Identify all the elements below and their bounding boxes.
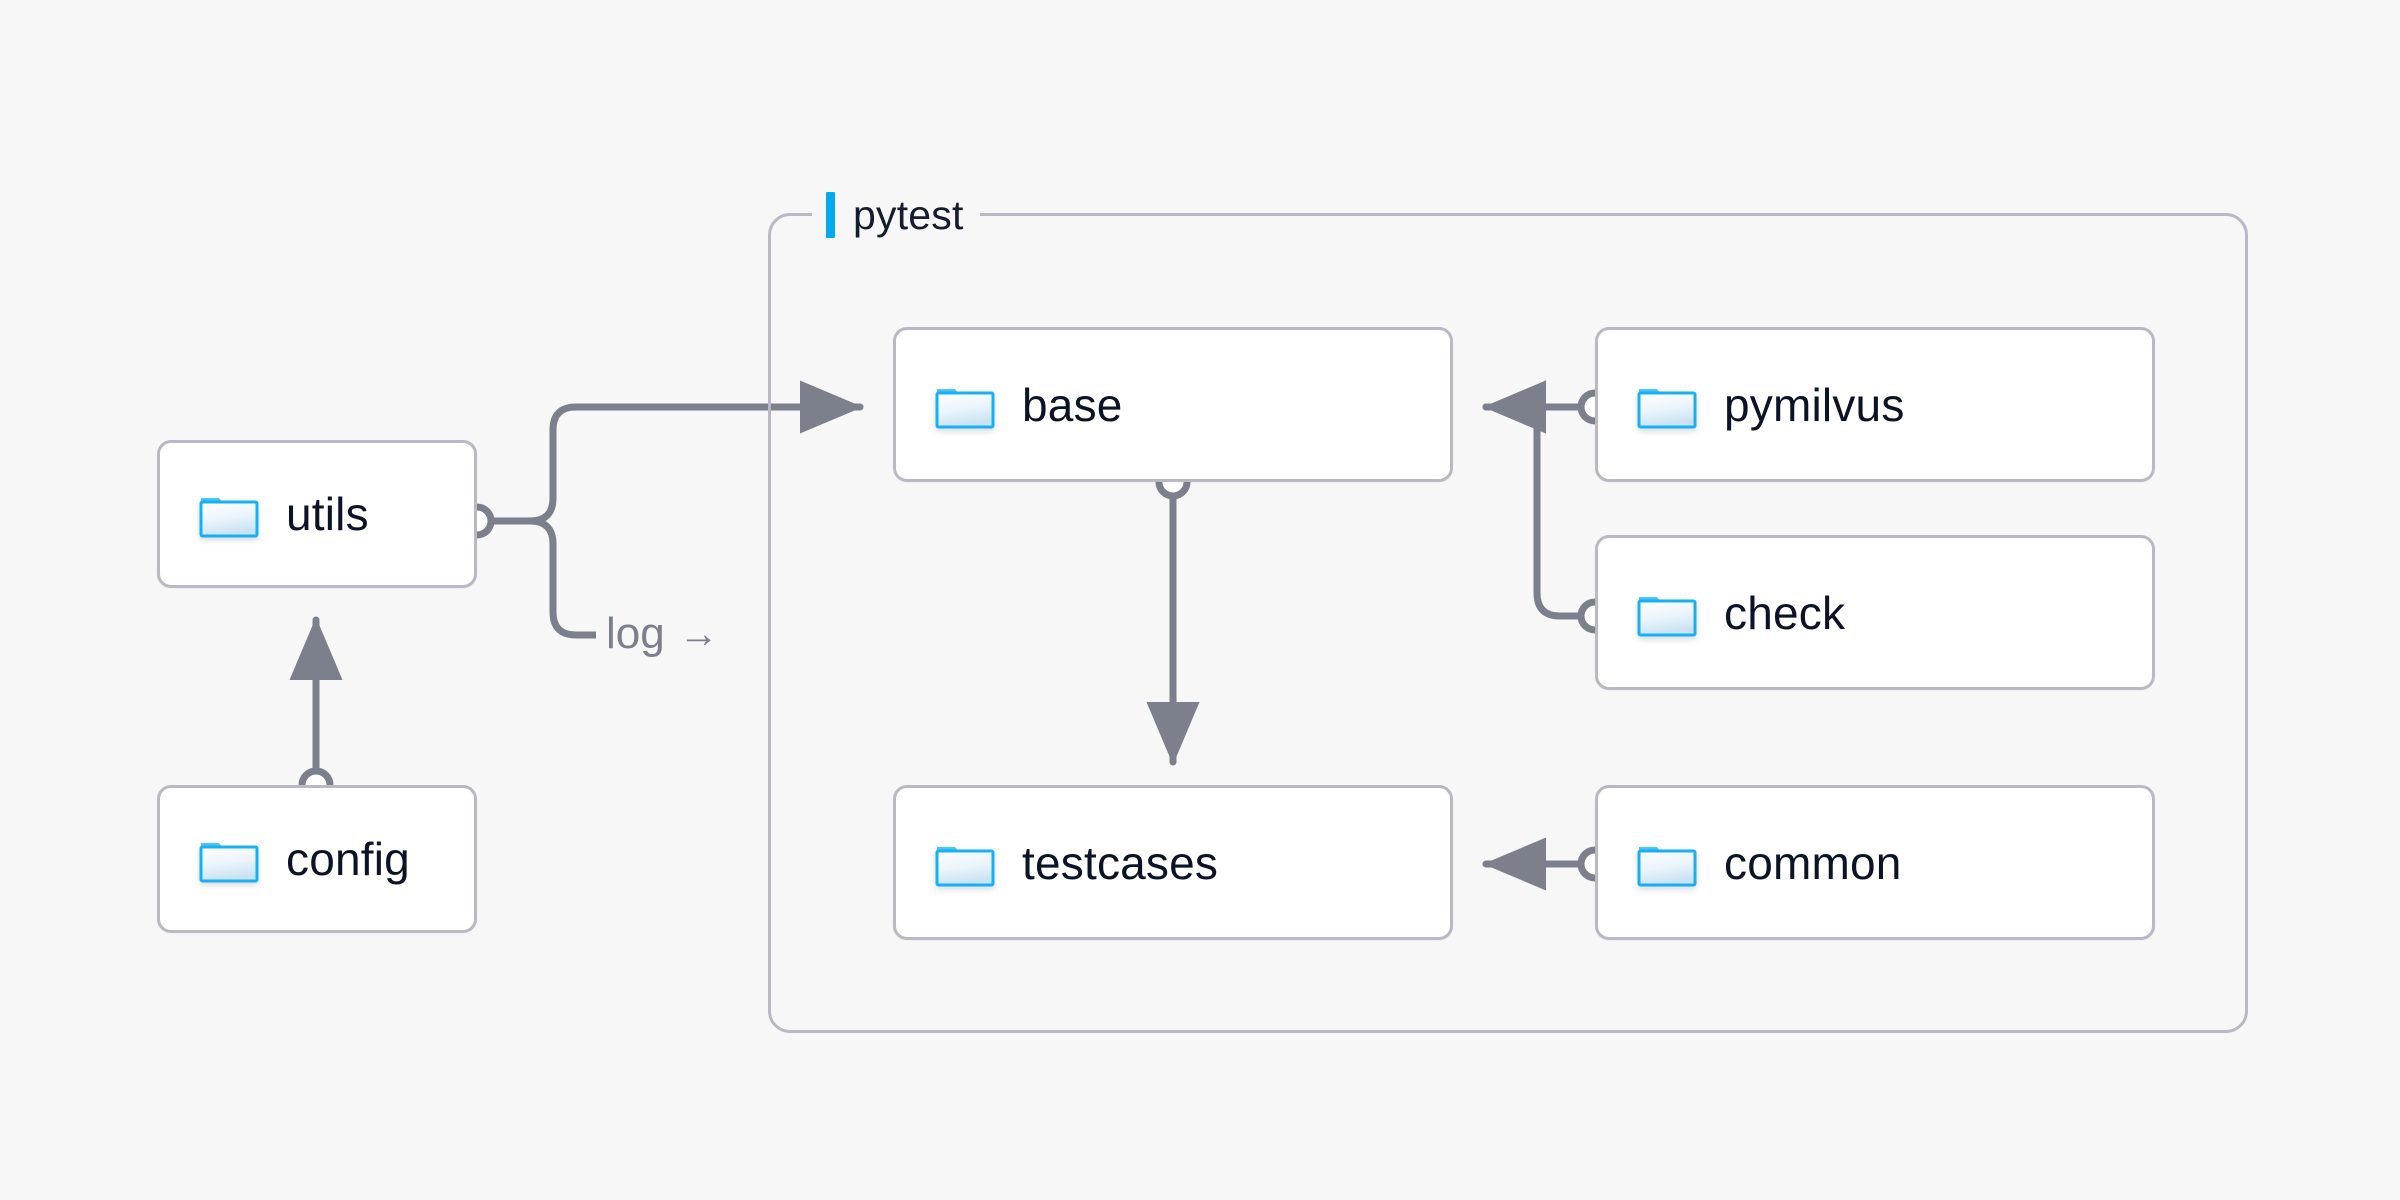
edge-utils-to-log [473,517,624,639]
folder-icon [935,388,995,428]
node-pymilvus[interactable]: pymilvus [1595,327,2155,482]
edge-label-log-text: log [606,609,665,658]
node-common-label: common [1724,836,1902,889]
folder-icon [199,498,259,538]
folder-icon [1637,596,1697,636]
group-title-label: pytest [853,191,964,238]
node-testcases-label: testcases [1022,836,1219,889]
node-config[interactable]: config [157,785,477,933]
node-check[interactable]: check [1595,535,2155,690]
node-utils[interactable]: utils [157,440,477,588]
group-pytest[interactable] [768,213,2248,1033]
folder-icon [935,846,995,886]
node-check-label: check [1724,586,1846,639]
group-accent-bar [826,192,835,238]
node-testcases[interactable]: testcases [893,785,1453,940]
node-base-label: base [1022,378,1123,431]
group-pytest-title: pytest [812,186,980,244]
node-config-label: config [286,833,410,885]
edge-label-log: log → [596,610,729,658]
folder-icon [1637,388,1697,428]
node-common[interactable]: common [1595,785,2155,940]
folder-icon [1637,846,1697,886]
arrow-right-icon: → [678,612,719,656]
node-base[interactable]: base [893,327,1453,482]
folder-icon [199,843,259,883]
edge-check-to-base [1482,380,1599,620]
node-utils-label: utils [286,488,369,540]
node-pymilvus-label: pymilvus [1724,378,1905,431]
